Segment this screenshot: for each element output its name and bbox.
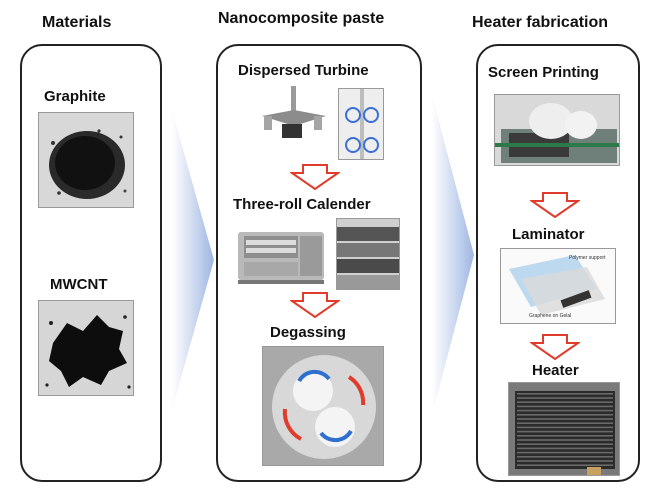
laminator-label-polymer: Polymer support (569, 255, 606, 261)
screen-printing-image (494, 94, 620, 166)
heater-title: Heater fabrication (472, 14, 609, 31)
down-arrow-icon (290, 164, 340, 190)
step-degassing: Degassing (270, 324, 346, 341)
materials-title: Materials (42, 14, 112, 31)
calender-rollers-image (336, 218, 400, 290)
degassing-image (262, 346, 384, 466)
right-flow-arrow-icon (432, 95, 474, 415)
step-heater: Heater (532, 362, 579, 379)
step-dispersed-turbine: Dispersed Turbine (238, 62, 369, 79)
graphite-label: Graphite (44, 88, 106, 105)
heater-image (508, 382, 620, 476)
down-arrow-icon (530, 334, 580, 360)
mwcnt-image (38, 300, 134, 396)
step-laminator: Laminator (512, 226, 585, 243)
laminator-label-graphene: Graphene on Gelal (529, 313, 572, 319)
materials-panel (20, 44, 162, 482)
mwcnt-label: MWCNT (50, 276, 108, 293)
down-arrow-icon (290, 292, 340, 318)
turbine-diagram-image (338, 88, 384, 160)
graphite-image (38, 112, 134, 208)
paste-title: Nanocomposite paste (218, 10, 385, 27)
turbine-image (256, 86, 332, 148)
step-three-roll-calender: Three-roll Calender (233, 196, 371, 213)
calender-machine-image (234, 222, 330, 288)
step-screen-printing: Screen Printing (488, 64, 599, 81)
down-arrow-icon (530, 192, 580, 218)
laminator-image: Polymer support Graphene on Gelal (500, 248, 616, 324)
right-flow-arrow-icon (172, 110, 214, 410)
